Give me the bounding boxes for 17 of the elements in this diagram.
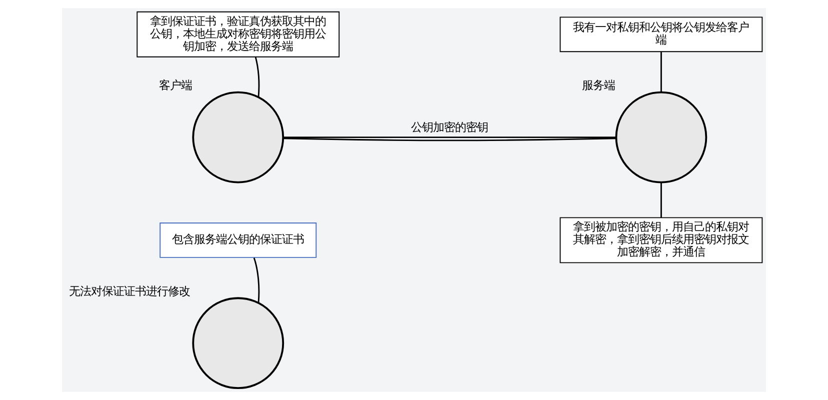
- node-circle: [192, 91, 284, 184]
- connector: [660, 52, 662, 92]
- connector: [660, 182, 662, 218]
- node-box: 拿到保证证书，验证真伪获取其中的公钥，本地生成对称密钥将密钥用公钥加密，发送给服务端: [136, 11, 340, 58]
- node-box: 包含服务端公钥的保证证书: [160, 222, 317, 258]
- connector: [283, 136, 616, 138]
- node-circle: [615, 91, 708, 184]
- node-box: 我有一对私钥和公钥将公钥发给客户端: [560, 16, 763, 52]
- node-label: 客户端: [158, 78, 192, 92]
- edge-label: 公钥加密的密钥: [411, 120, 488, 134]
- node-label: 无法对保证证书进行修改: [68, 284, 190, 298]
- connector: [254, 56, 260, 97]
- node-box: 拿到被加密的密钥，用自己的私钥对其解密，拿到密钥后续用密钥对报文加密解密，并通信: [560, 217, 763, 264]
- node-circle: [192, 297, 284, 390]
- connector: [253, 258, 260, 303]
- connector: [283, 138, 616, 142]
- node-label: 服务端: [582, 78, 615, 92]
